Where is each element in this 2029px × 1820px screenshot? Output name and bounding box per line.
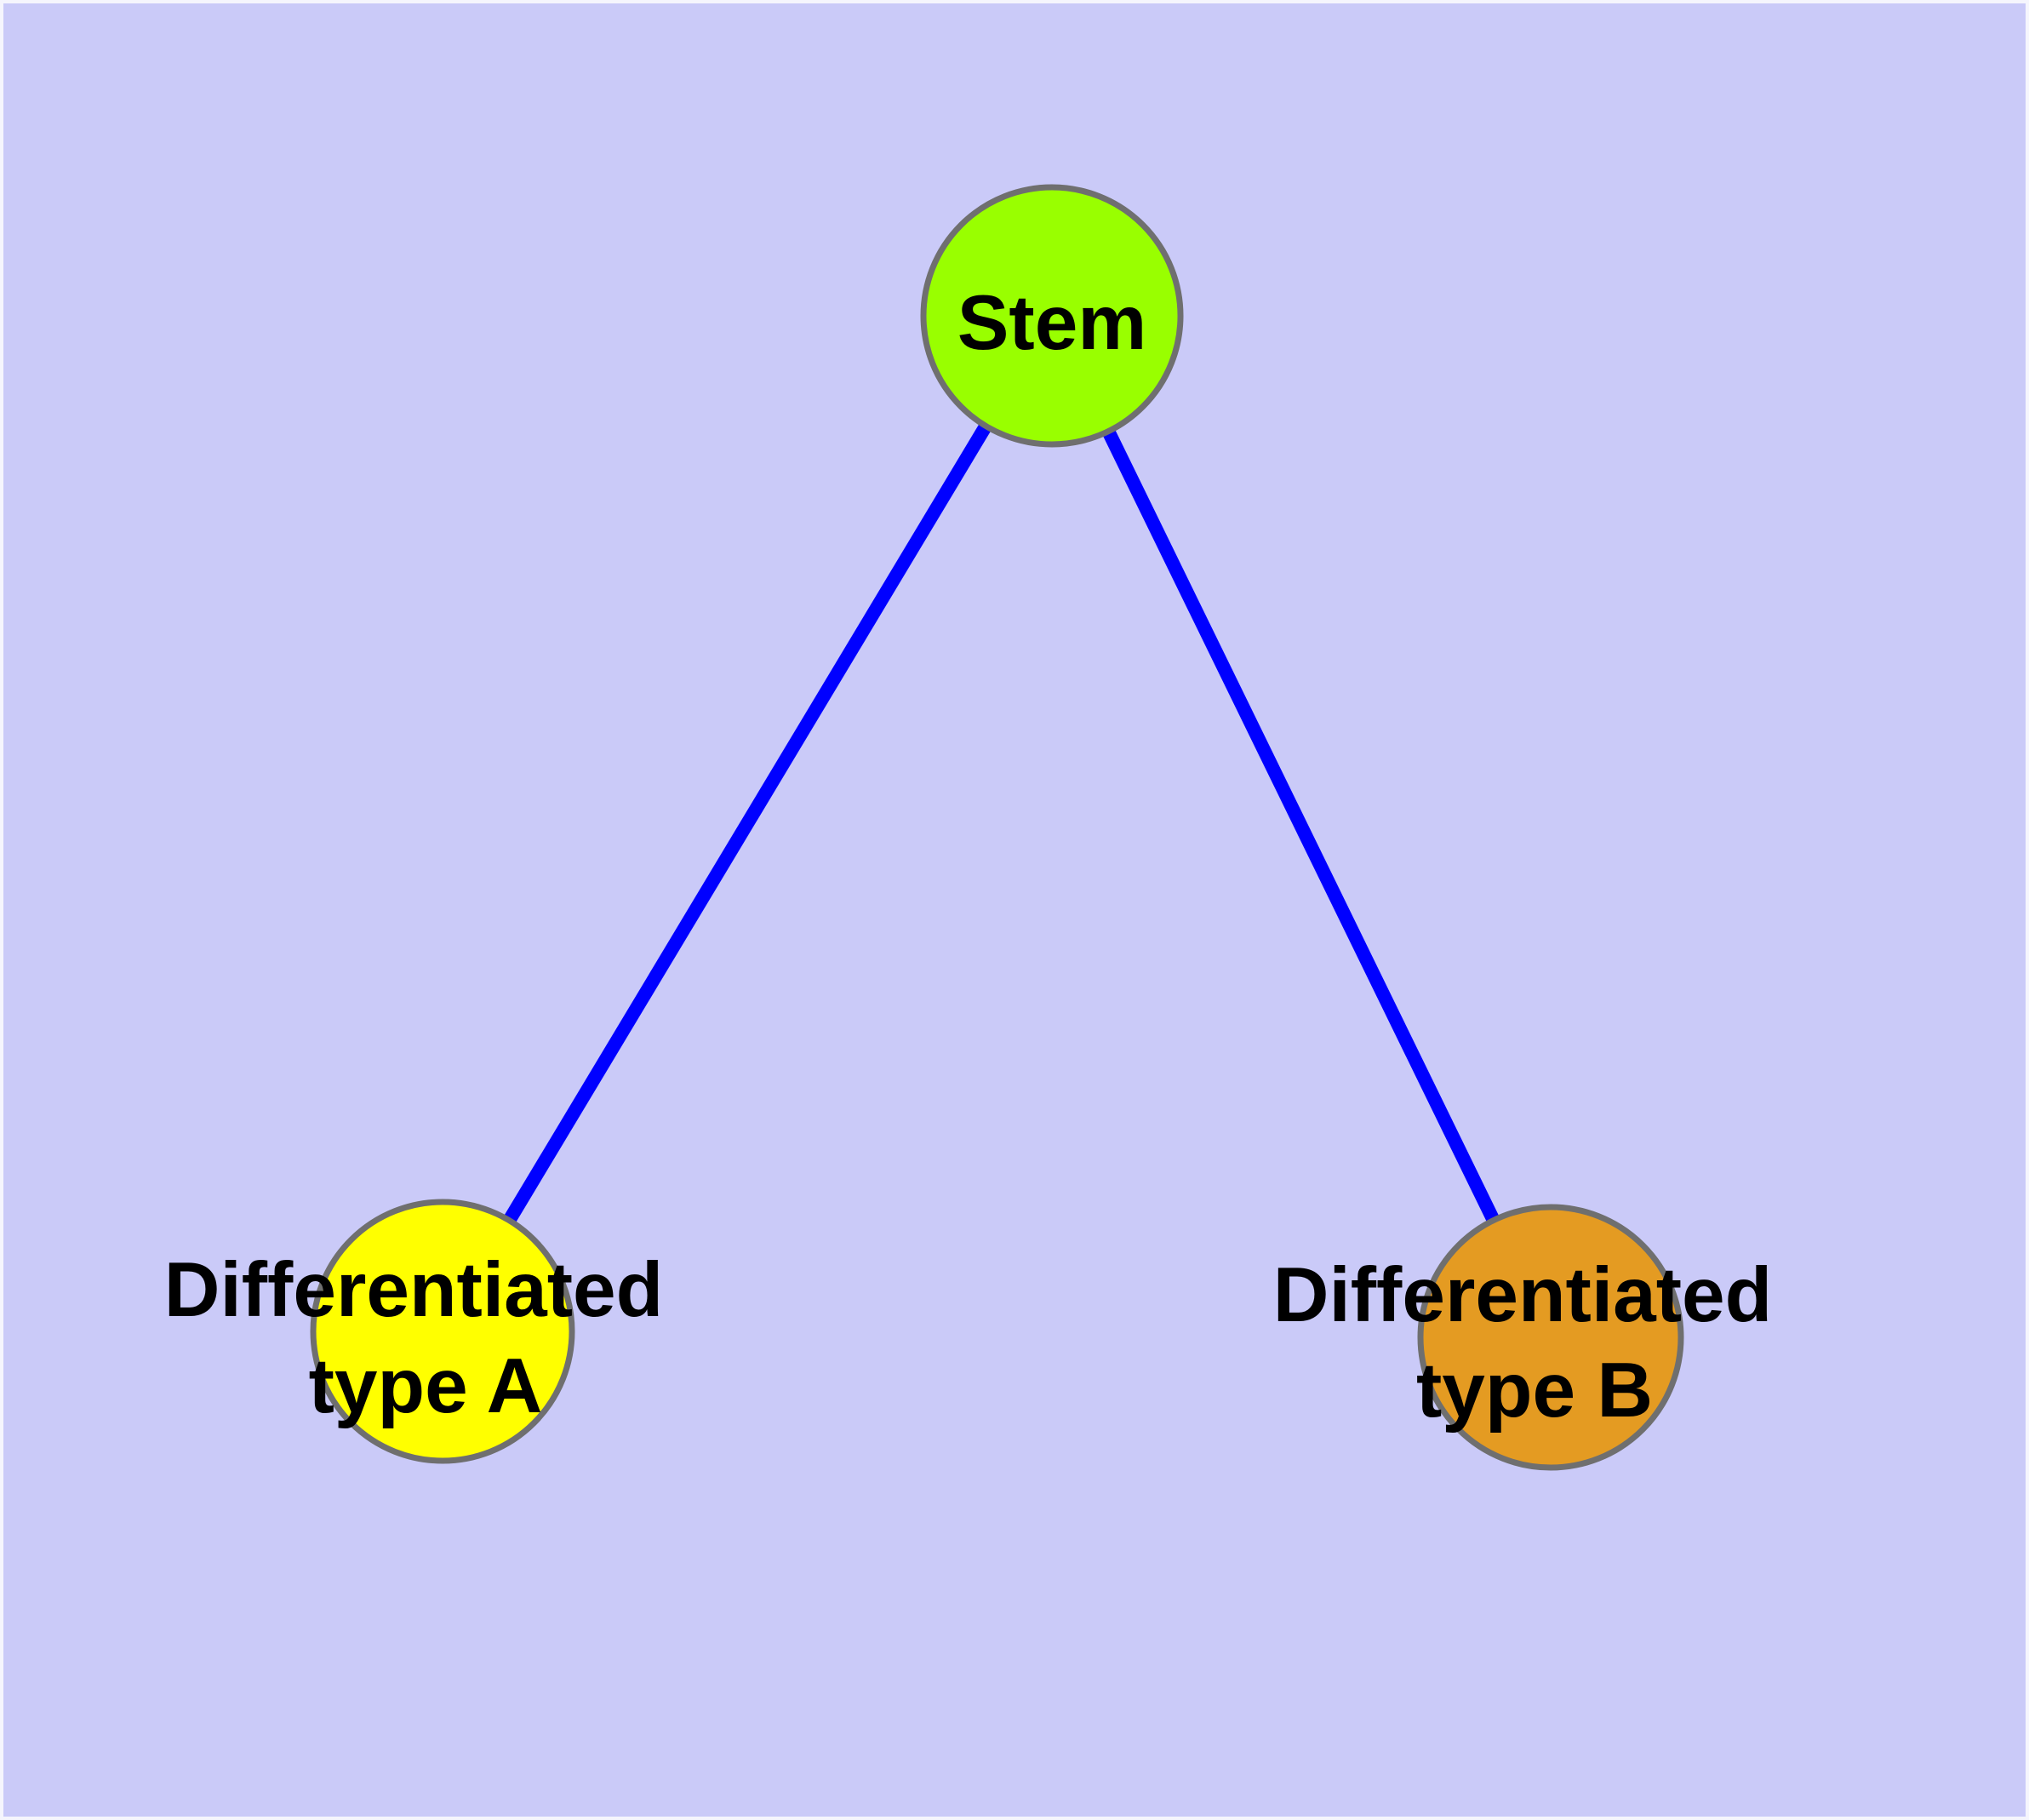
edge-stem-to-type-b [1045, 312, 1557, 1341]
edge-stem-to-type-a [437, 312, 1058, 1336]
node-differentiated-type-b-label-line1: Differentiated [1273, 1252, 1773, 1338]
node-stem-label: Stem [957, 280, 1147, 366]
node-differentiated-type-a-label-line1: Differentiated [164, 1247, 664, 1333]
node-differentiated-type-a-label-line2: type A [309, 1343, 543, 1429]
node-stem-circle [920, 184, 1184, 448]
node-differentiated-type-b-label-line2: type B [1416, 1348, 1653, 1434]
node-differentiated-type-b-circle [1417, 1204, 1684, 1471]
node-differentiated-type-a-circle [310, 1199, 575, 1464]
